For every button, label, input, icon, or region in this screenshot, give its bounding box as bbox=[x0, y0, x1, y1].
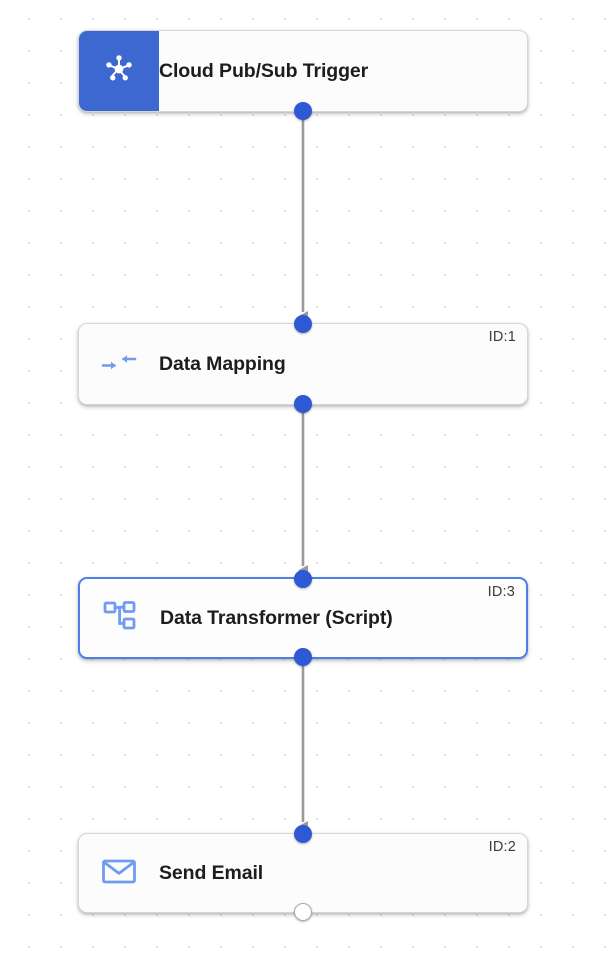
node-label: Cloud Pub/Sub Trigger bbox=[159, 59, 369, 82]
node-data-transformer-script[interactable]: Data Transformer (Script) ID:3 bbox=[78, 570, 528, 666]
account-tree-icon bbox=[103, 600, 137, 637]
output-port[interactable] bbox=[294, 395, 312, 413]
node-label: Send Email bbox=[159, 861, 264, 884]
node-id-badge: ID:3 bbox=[487, 584, 515, 600]
merge-arrows-icon bbox=[101, 349, 137, 380]
output-port[interactable] bbox=[294, 102, 312, 120]
node-icon-slot bbox=[79, 349, 159, 380]
node-send-email[interactable]: Send Email ID:2 bbox=[78, 825, 528, 921]
input-port[interactable] bbox=[294, 570, 312, 588]
trigger-icon-panel bbox=[79, 31, 159, 111]
output-port[interactable] bbox=[294, 648, 312, 666]
node-label: Data Mapping bbox=[159, 352, 286, 375]
node-cloud-pubsub-trigger[interactable]: Cloud Pub/Sub Trigger bbox=[78, 30, 528, 120]
pubsub-hub-icon bbox=[102, 52, 136, 91]
node-icon-slot bbox=[80, 600, 160, 637]
node-id-badge: ID:1 bbox=[488, 329, 516, 345]
input-port[interactable] bbox=[294, 315, 312, 333]
node-data-mapping[interactable]: Data Mapping ID:1 bbox=[78, 315, 528, 413]
node-label: Data Transformer (Script) bbox=[160, 606, 393, 629]
output-port-unconnected[interactable] bbox=[294, 903, 312, 921]
envelope-icon bbox=[101, 857, 137, 890]
node-id-badge: ID:2 bbox=[488, 839, 516, 855]
input-port[interactable] bbox=[294, 825, 312, 843]
node-icon-slot bbox=[79, 857, 159, 890]
